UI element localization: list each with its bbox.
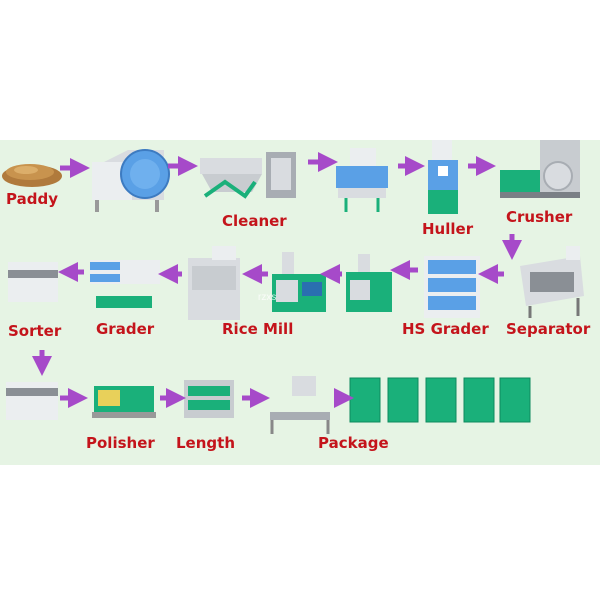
label-paddy: Paddy — [6, 190, 58, 208]
label-polisher: Polisher — [86, 434, 155, 452]
label-huller: Huller — [422, 220, 474, 238]
hs-grader-machine — [424, 256, 480, 318]
watermark: rzxs — [258, 292, 277, 303]
crusher-machine — [500, 140, 580, 198]
paddy-grain-pile — [2, 164, 62, 187]
vibrating-cleaner-machine — [200, 152, 296, 199]
label-grader: Grader — [96, 320, 155, 338]
destoner-machine — [336, 148, 388, 212]
label-rice-mill: Rice Mill — [222, 320, 294, 338]
color-sorter-machine — [8, 260, 160, 308]
label-cleaner: Cleaner — [222, 212, 287, 230]
rice-mill-machine — [272, 252, 326, 312]
paddy-separator-machine — [520, 246, 584, 318]
label-separator: Separator — [506, 320, 591, 338]
whitener-machine — [346, 254, 392, 312]
rice-bags — [349, 377, 531, 423]
packing-scale-machine — [270, 376, 330, 434]
color-sorter-machine-2 — [6, 382, 58, 420]
label-package: Package — [318, 434, 389, 452]
length-grader-machine — [184, 380, 234, 418]
huller-machine — [428, 140, 458, 214]
label-crusher: Crusher — [506, 208, 573, 226]
label-length: Length — [176, 434, 235, 452]
grader-machine — [188, 246, 240, 320]
label-sorter: Sorter — [8, 322, 62, 340]
polisher-machine — [92, 386, 156, 418]
label-hs-grader: HS Grader — [402, 320, 489, 338]
drum-cleaner-machine — [92, 149, 170, 212]
